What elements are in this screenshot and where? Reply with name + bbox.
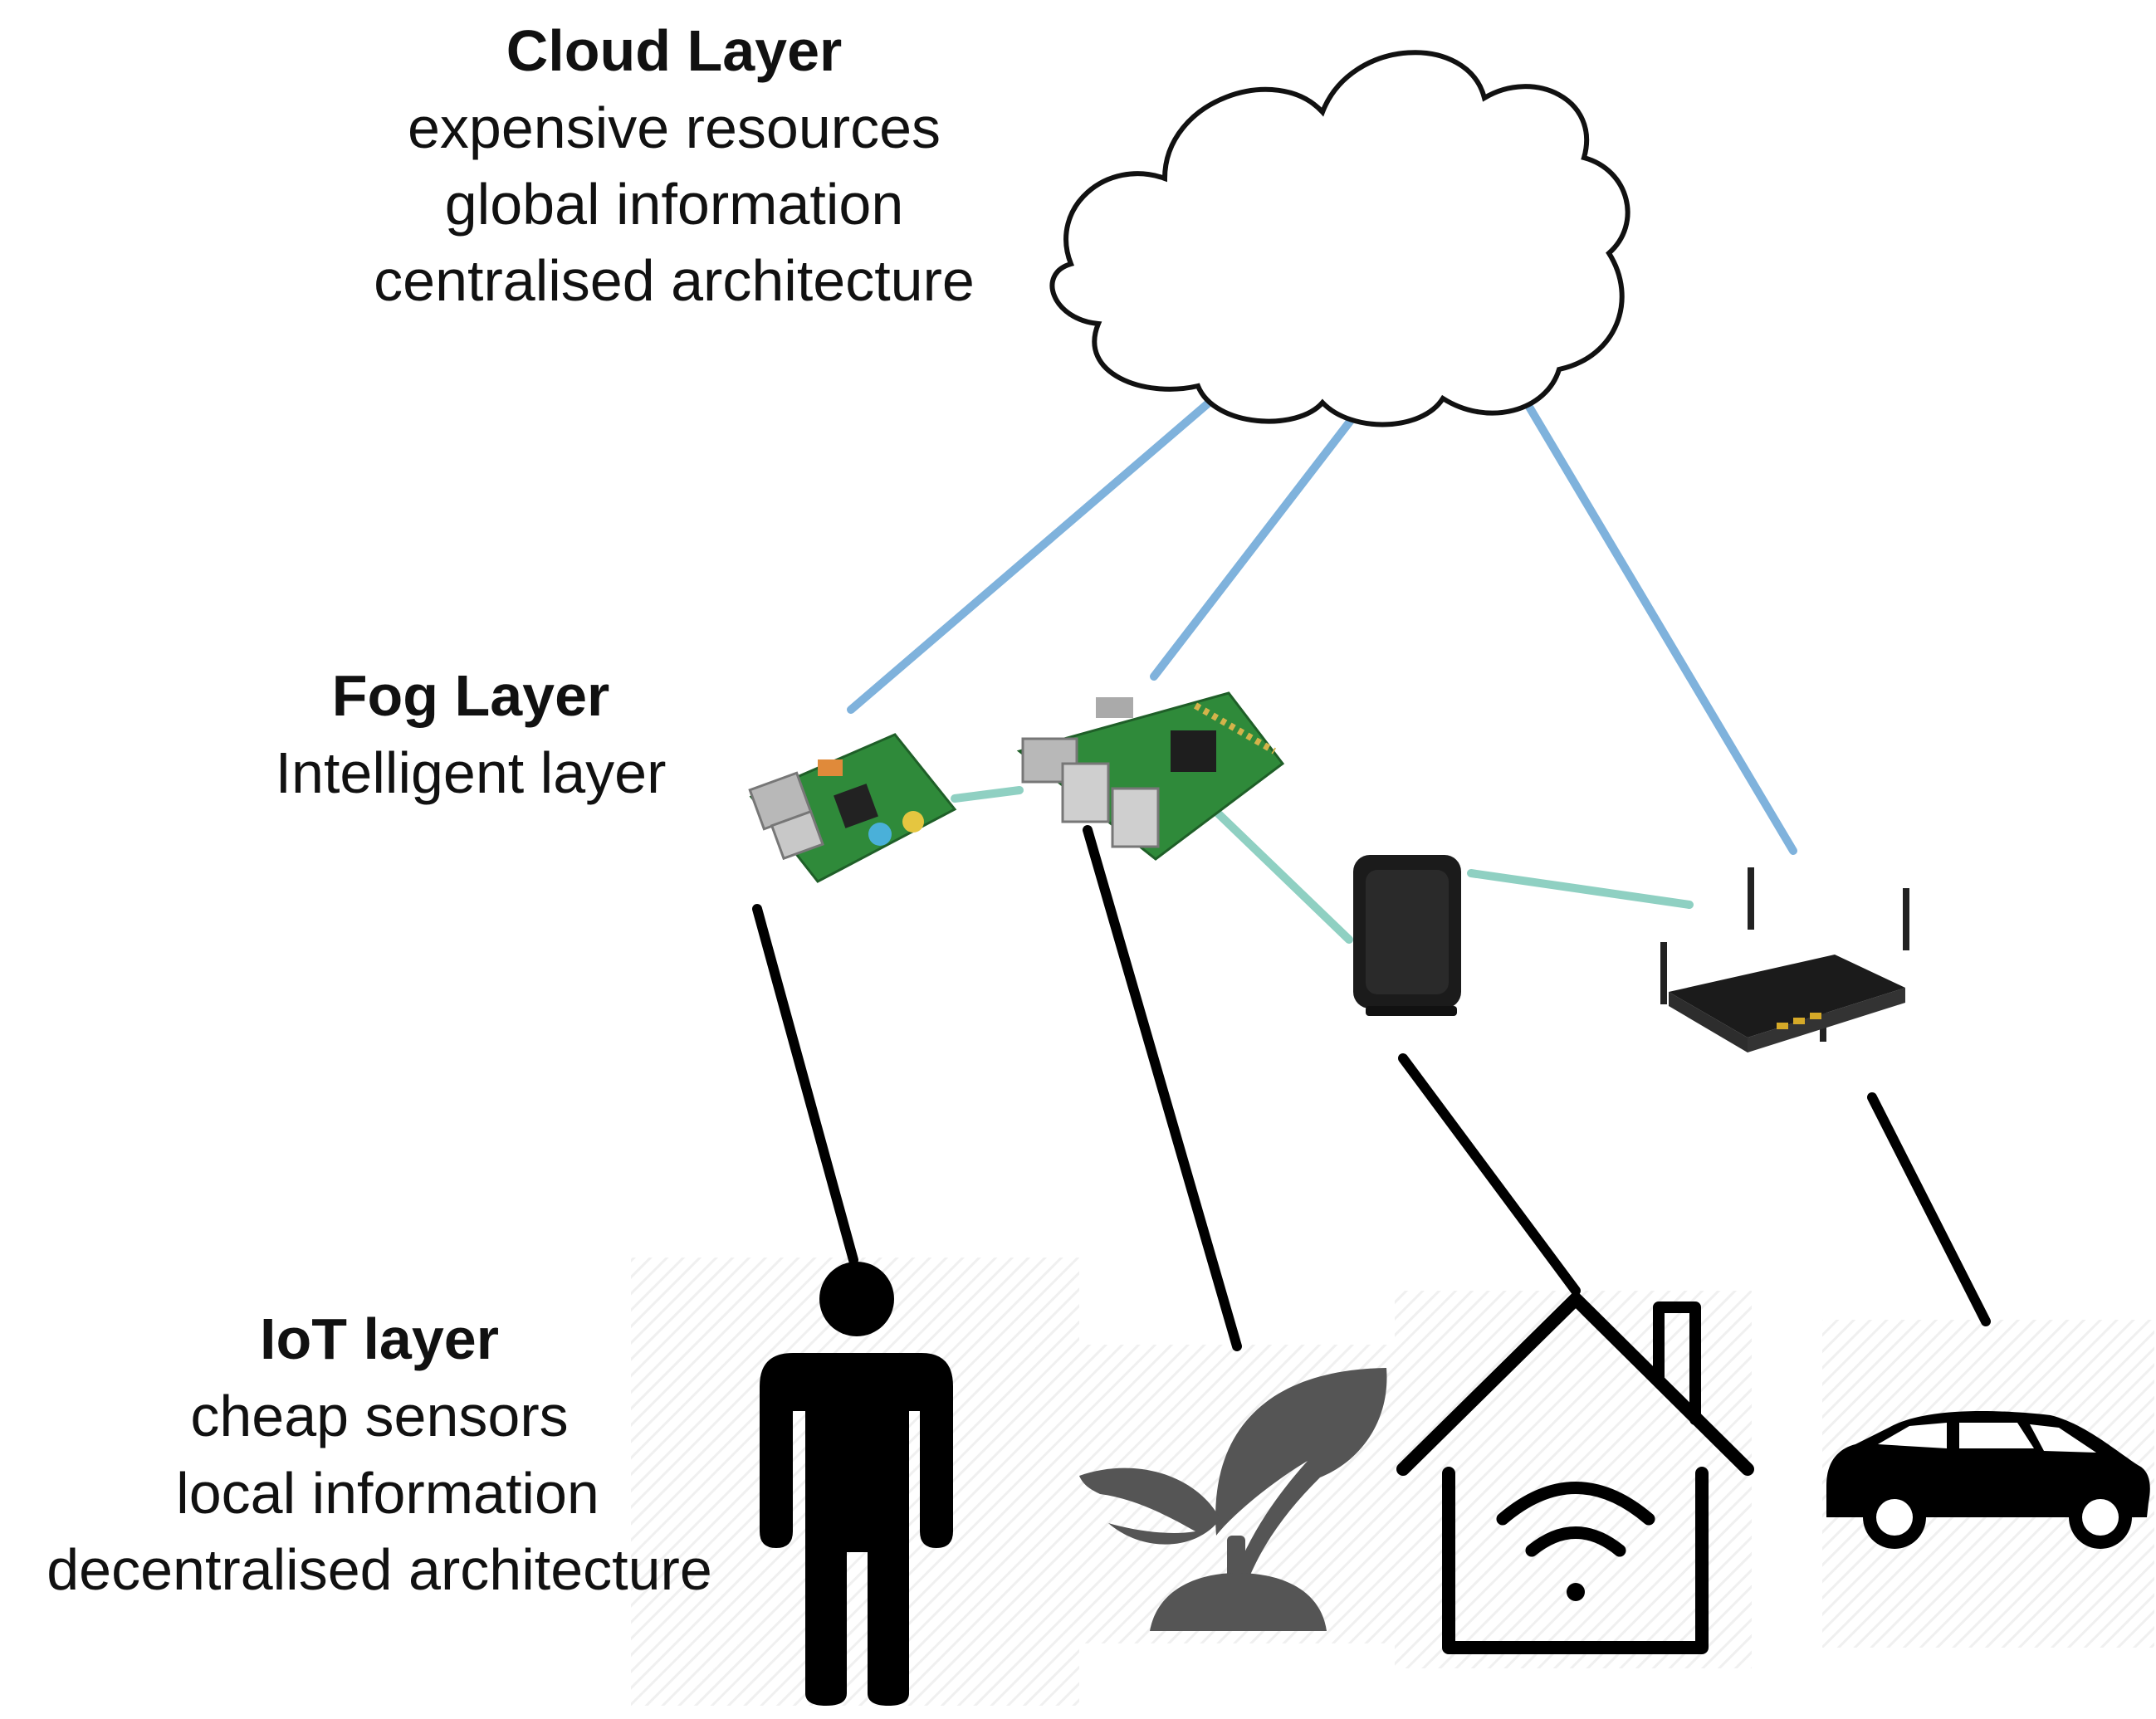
cloud-links — [847, 386, 1797, 855]
fog-link-board-a-board-b — [951, 786, 1024, 803]
cloud-layer-title: Cloud Layer — [506, 18, 843, 83]
cloud-link-board-a — [847, 390, 1223, 714]
wifi-router-icon — [1660, 867, 1909, 1052]
cloud-link-router — [1515, 386, 1797, 855]
cloud-layer-caption: Cloud Layer expensive resources global i… — [374, 18, 975, 313]
raspberry-pi-model-b-icon — [748, 733, 957, 883]
iot-link-car — [1867, 1092, 1991, 1326]
fog-layer-caption: Fog Layer Intelligent layer — [276, 663, 667, 805]
person-icon — [760, 1262, 953, 1706]
fog-link-board-b-modem — [1210, 805, 1353, 944]
cloud-layer-line-1: expensive resources — [408, 95, 941, 160]
car-icon — [1826, 1411, 2150, 1549]
iot-link-person — [752, 904, 858, 1265]
plant-sprout-icon — [1079, 1368, 1387, 1631]
fog-layer-line-1: Intelligent layer — [276, 740, 667, 805]
iot-link-plant — [1083, 825, 1242, 1351]
iot-link-home — [1398, 1053, 1581, 1296]
cloud-layer-line-3: centralised architecture — [374, 248, 975, 313]
iot-layer-line-2: local information — [176, 1461, 599, 1526]
cloud-icon — [1049, 50, 1630, 427]
iot-layer-line-3: decentralised architecture — [46, 1537, 712, 1602]
fog-links — [951, 786, 1694, 944]
iot-layer-line-1: cheap sensors — [190, 1384, 568, 1448]
fog-link-modem-router — [1467, 869, 1694, 909]
iot-links — [752, 825, 1991, 1351]
fog-layer-title: Fog Layer — [332, 663, 610, 728]
cloud-link-board-b — [1150, 411, 1359, 681]
iot-layer-title: IoT layer — [260, 1306, 499, 1371]
raspberry-pi-2-icon — [1016, 691, 1285, 861]
cloud-layer-line-2: global information — [445, 172, 904, 237]
smart-home-icon — [1396, 1292, 1754, 1654]
iot-layer-caption: IoT layer cheap sensors local informatio… — [46, 1306, 712, 1602]
modem-icon — [1353, 855, 1461, 1016]
